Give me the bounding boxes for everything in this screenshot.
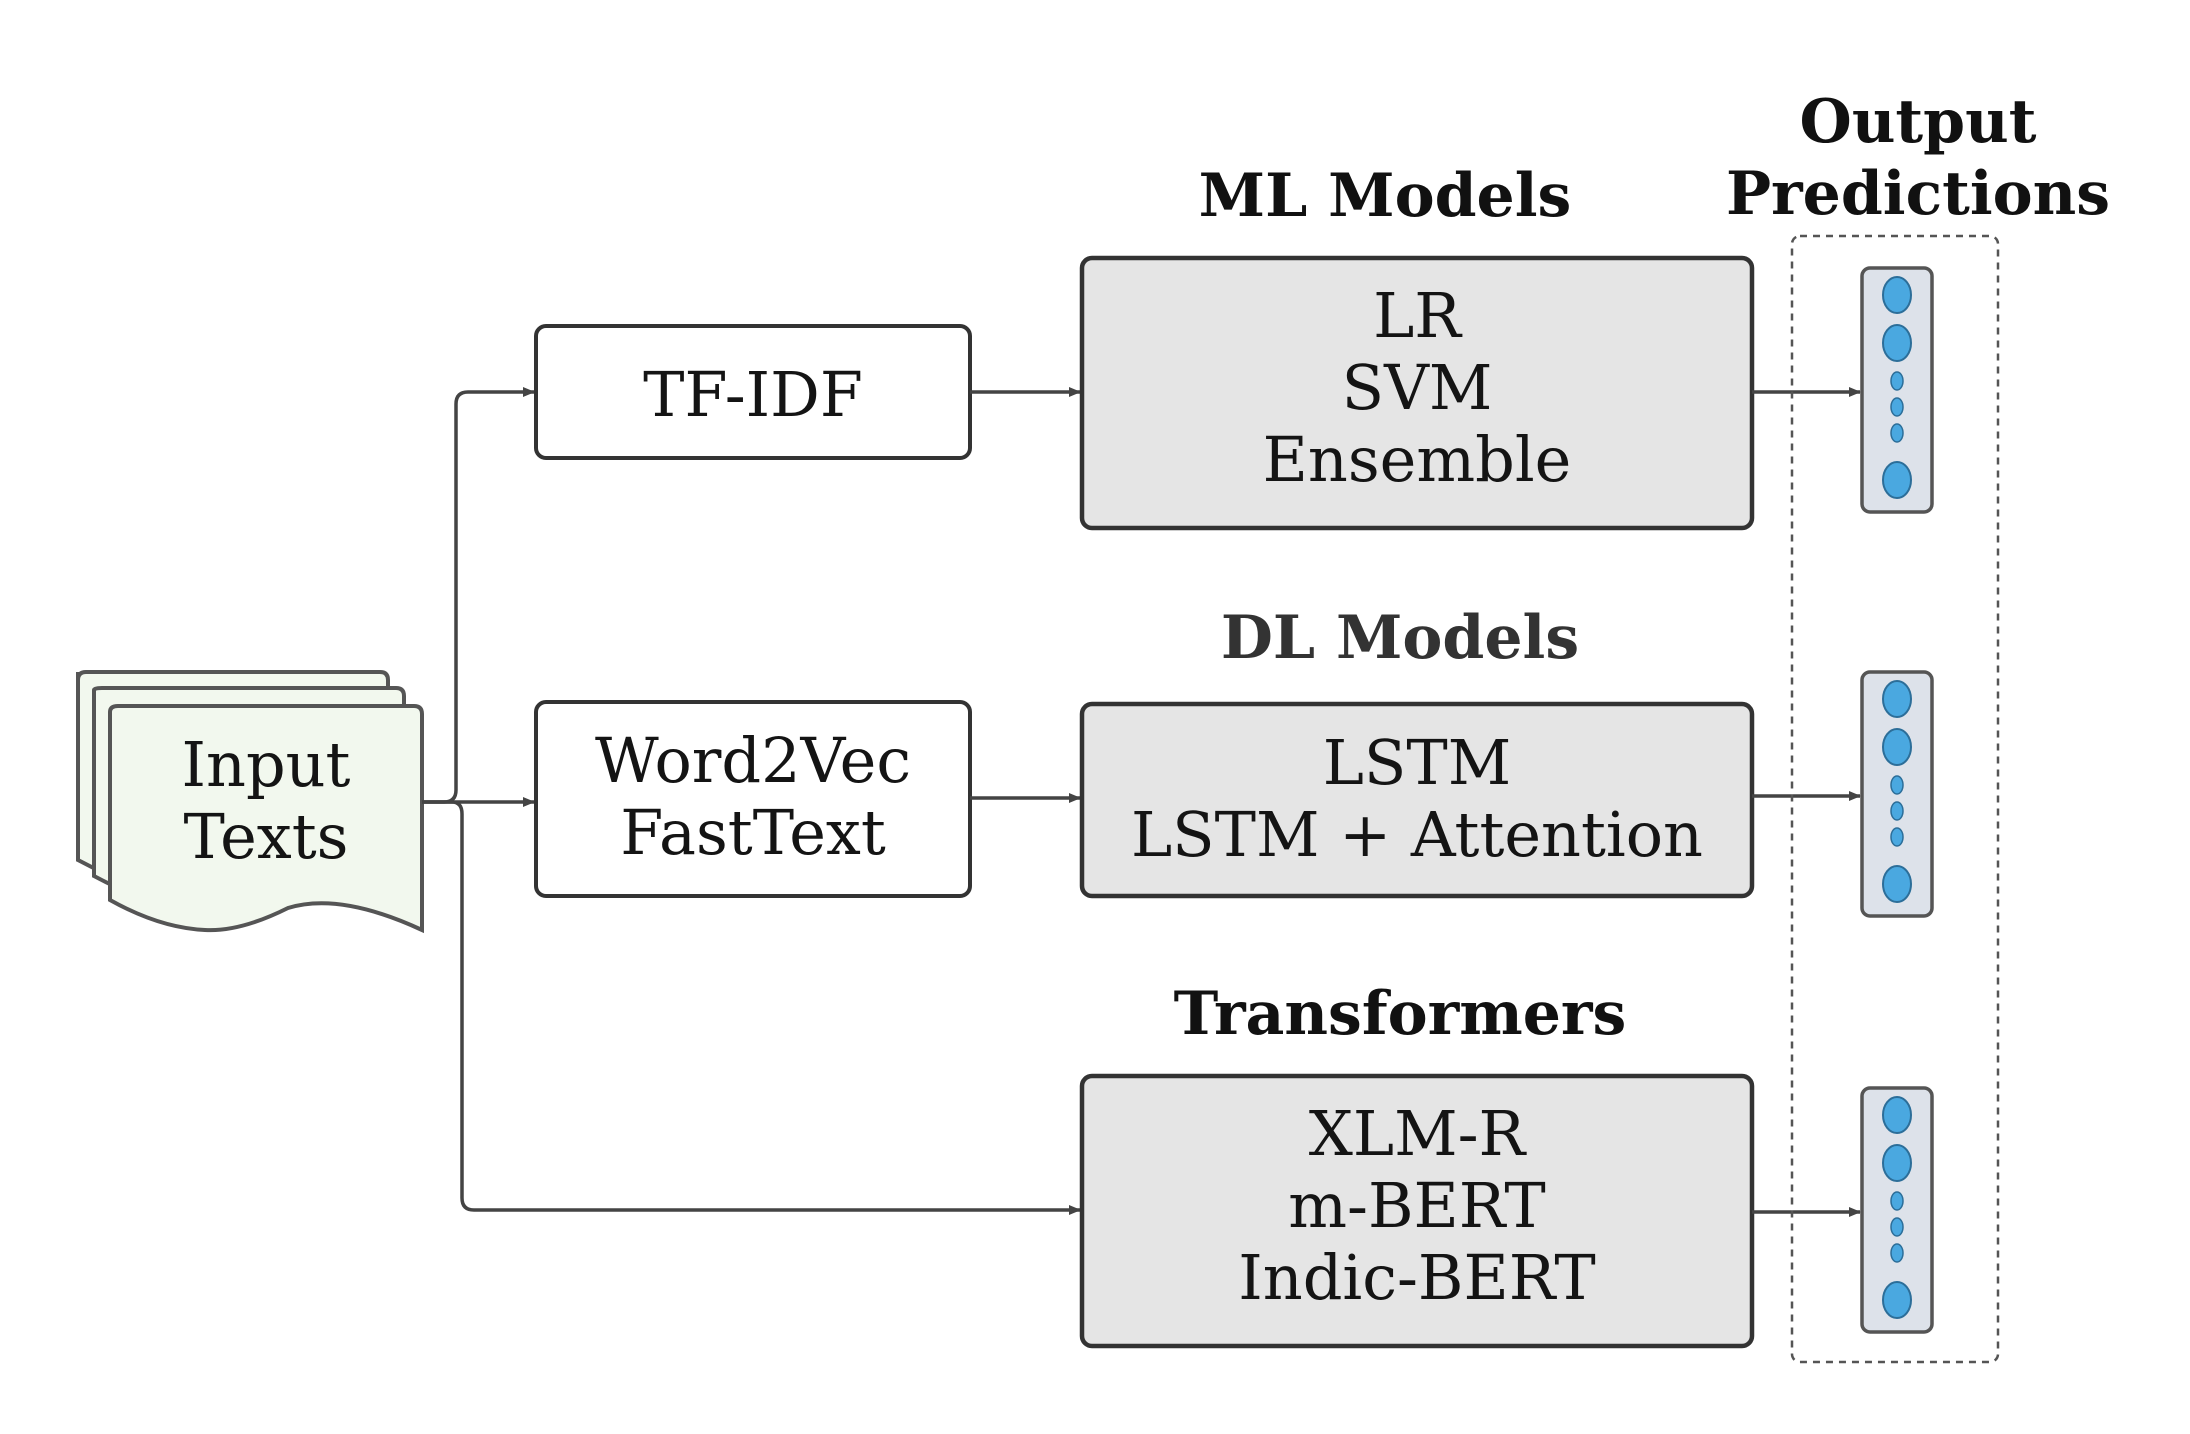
ml-model-ensemble: Ensemble <box>1263 423 1572 496</box>
ml-model-svm: SVM <box>1342 351 1493 424</box>
embeddings-box: Word2Vec FastText <box>534 700 972 898</box>
output-dot <box>1890 827 1904 847</box>
output-vector-ml <box>1860 266 1934 514</box>
transformer-xlm-r: XLM-R <box>1309 1097 1528 1170</box>
connector-to-transformers <box>422 800 1081 1215</box>
ml-model-lr: LR <box>1373 279 1463 352</box>
output-node <box>1882 728 1912 766</box>
output-node <box>1882 865 1912 903</box>
dl-models-box: LSTM LSTM + Attention <box>1079 701 1755 899</box>
output-dot <box>1890 801 1904 821</box>
output-dot <box>1890 423 1904 443</box>
output-predictions-container <box>1790 234 2000 1364</box>
embeddings-line1: Word2Vec <box>595 724 911 797</box>
model-to-output-arrows <box>1752 387 1861 1217</box>
input-texts-icon: Input Texts <box>76 670 424 934</box>
input-connectors <box>422 387 1081 1215</box>
input-texts-line2: Texts <box>184 800 349 873</box>
output-node <box>1882 680 1912 718</box>
dl-models-heading: DL Models <box>1221 603 1579 673</box>
output-node <box>1882 1096 1912 1134</box>
output-node <box>1882 1281 1912 1319</box>
output-node <box>1882 276 1912 314</box>
connector-to-tfidf <box>422 387 535 804</box>
transformers-heading: Transformers <box>1174 979 1627 1049</box>
tfidf-box: TF-IDF <box>534 324 972 460</box>
output-dot <box>1890 775 1904 795</box>
transformers-box: XLM-R m-BERT Indic-BERT <box>1079 1073 1755 1349</box>
dl-model-lstm: LSTM <box>1323 726 1511 799</box>
embeddings-line2: FastText <box>620 796 886 869</box>
feature-to-model-arrows <box>970 387 1081 803</box>
input-texts-line1: Input <box>182 728 351 801</box>
transformer-indic-bert: Indic-BERT <box>1238 1241 1595 1314</box>
ml-models-box: LR SVM Ensemble <box>1079 255 1755 531</box>
tfidf-label: TF-IDF <box>643 358 863 431</box>
output-vector-transformers <box>1860 1086 1934 1334</box>
output-heading-line2: Predictions <box>1726 159 2110 229</box>
ml-models-heading: ML Models <box>1199 161 1572 231</box>
output-dot <box>1890 1191 1904 1211</box>
output-heading-line1: Output <box>1800 87 2037 157</box>
transformer-m-bert: m-BERT <box>1288 1169 1546 1242</box>
output-node <box>1882 461 1912 499</box>
dl-model-lstm-attention: LSTM + Attention <box>1131 798 1703 871</box>
output-node <box>1882 1144 1912 1182</box>
output-dot <box>1890 1217 1904 1237</box>
output-dot <box>1890 1243 1904 1263</box>
output-dot <box>1890 371 1904 391</box>
output-dot <box>1890 397 1904 417</box>
output-vector-dl <box>1860 670 1934 918</box>
output-node <box>1882 324 1912 362</box>
